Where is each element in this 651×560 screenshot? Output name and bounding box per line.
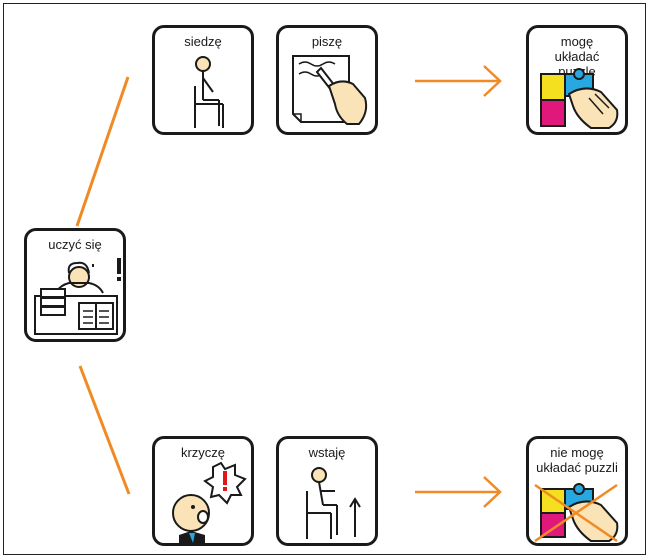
arrow-top xyxy=(415,65,502,97)
standing-up-icon xyxy=(306,467,361,539)
card-cannot-puzzle-label: nie mogę układać puzzli xyxy=(536,445,618,475)
connector-learn-to-shout xyxy=(78,365,131,495)
card-sit-label: siedzę xyxy=(184,34,222,49)
sitting-person-icon xyxy=(194,56,224,128)
connector-learn-to-sit xyxy=(75,76,130,227)
card-write: piszę xyxy=(276,25,378,135)
puzzle-icon xyxy=(540,68,619,129)
arrow-bottom xyxy=(415,476,502,508)
card-cannot-puzzle: nie mogę układać puzzli xyxy=(526,436,628,546)
card-sit: siedzę xyxy=(152,25,254,135)
studying-icon xyxy=(34,258,121,335)
card-stand: wstaję xyxy=(276,436,378,546)
card-shout: krzyczę xyxy=(152,436,254,546)
writing-hand-icon xyxy=(292,55,368,125)
shouting-person-icon xyxy=(172,461,247,543)
card-shout-label: krzyczę xyxy=(180,445,226,460)
card-write-label: piszę xyxy=(311,34,343,49)
diagram-frame xyxy=(3,3,646,555)
card-learn: uczyć się xyxy=(24,228,126,342)
card-stand-label: wstaję xyxy=(308,445,346,460)
puzzle-crossed-icon xyxy=(534,483,619,543)
card-can-puzzle: mogę układać puzzle xyxy=(526,25,628,135)
card-can-puzzle-label: mogę układać puzzle xyxy=(554,34,600,79)
card-learn-label: uczyć się xyxy=(48,237,102,252)
